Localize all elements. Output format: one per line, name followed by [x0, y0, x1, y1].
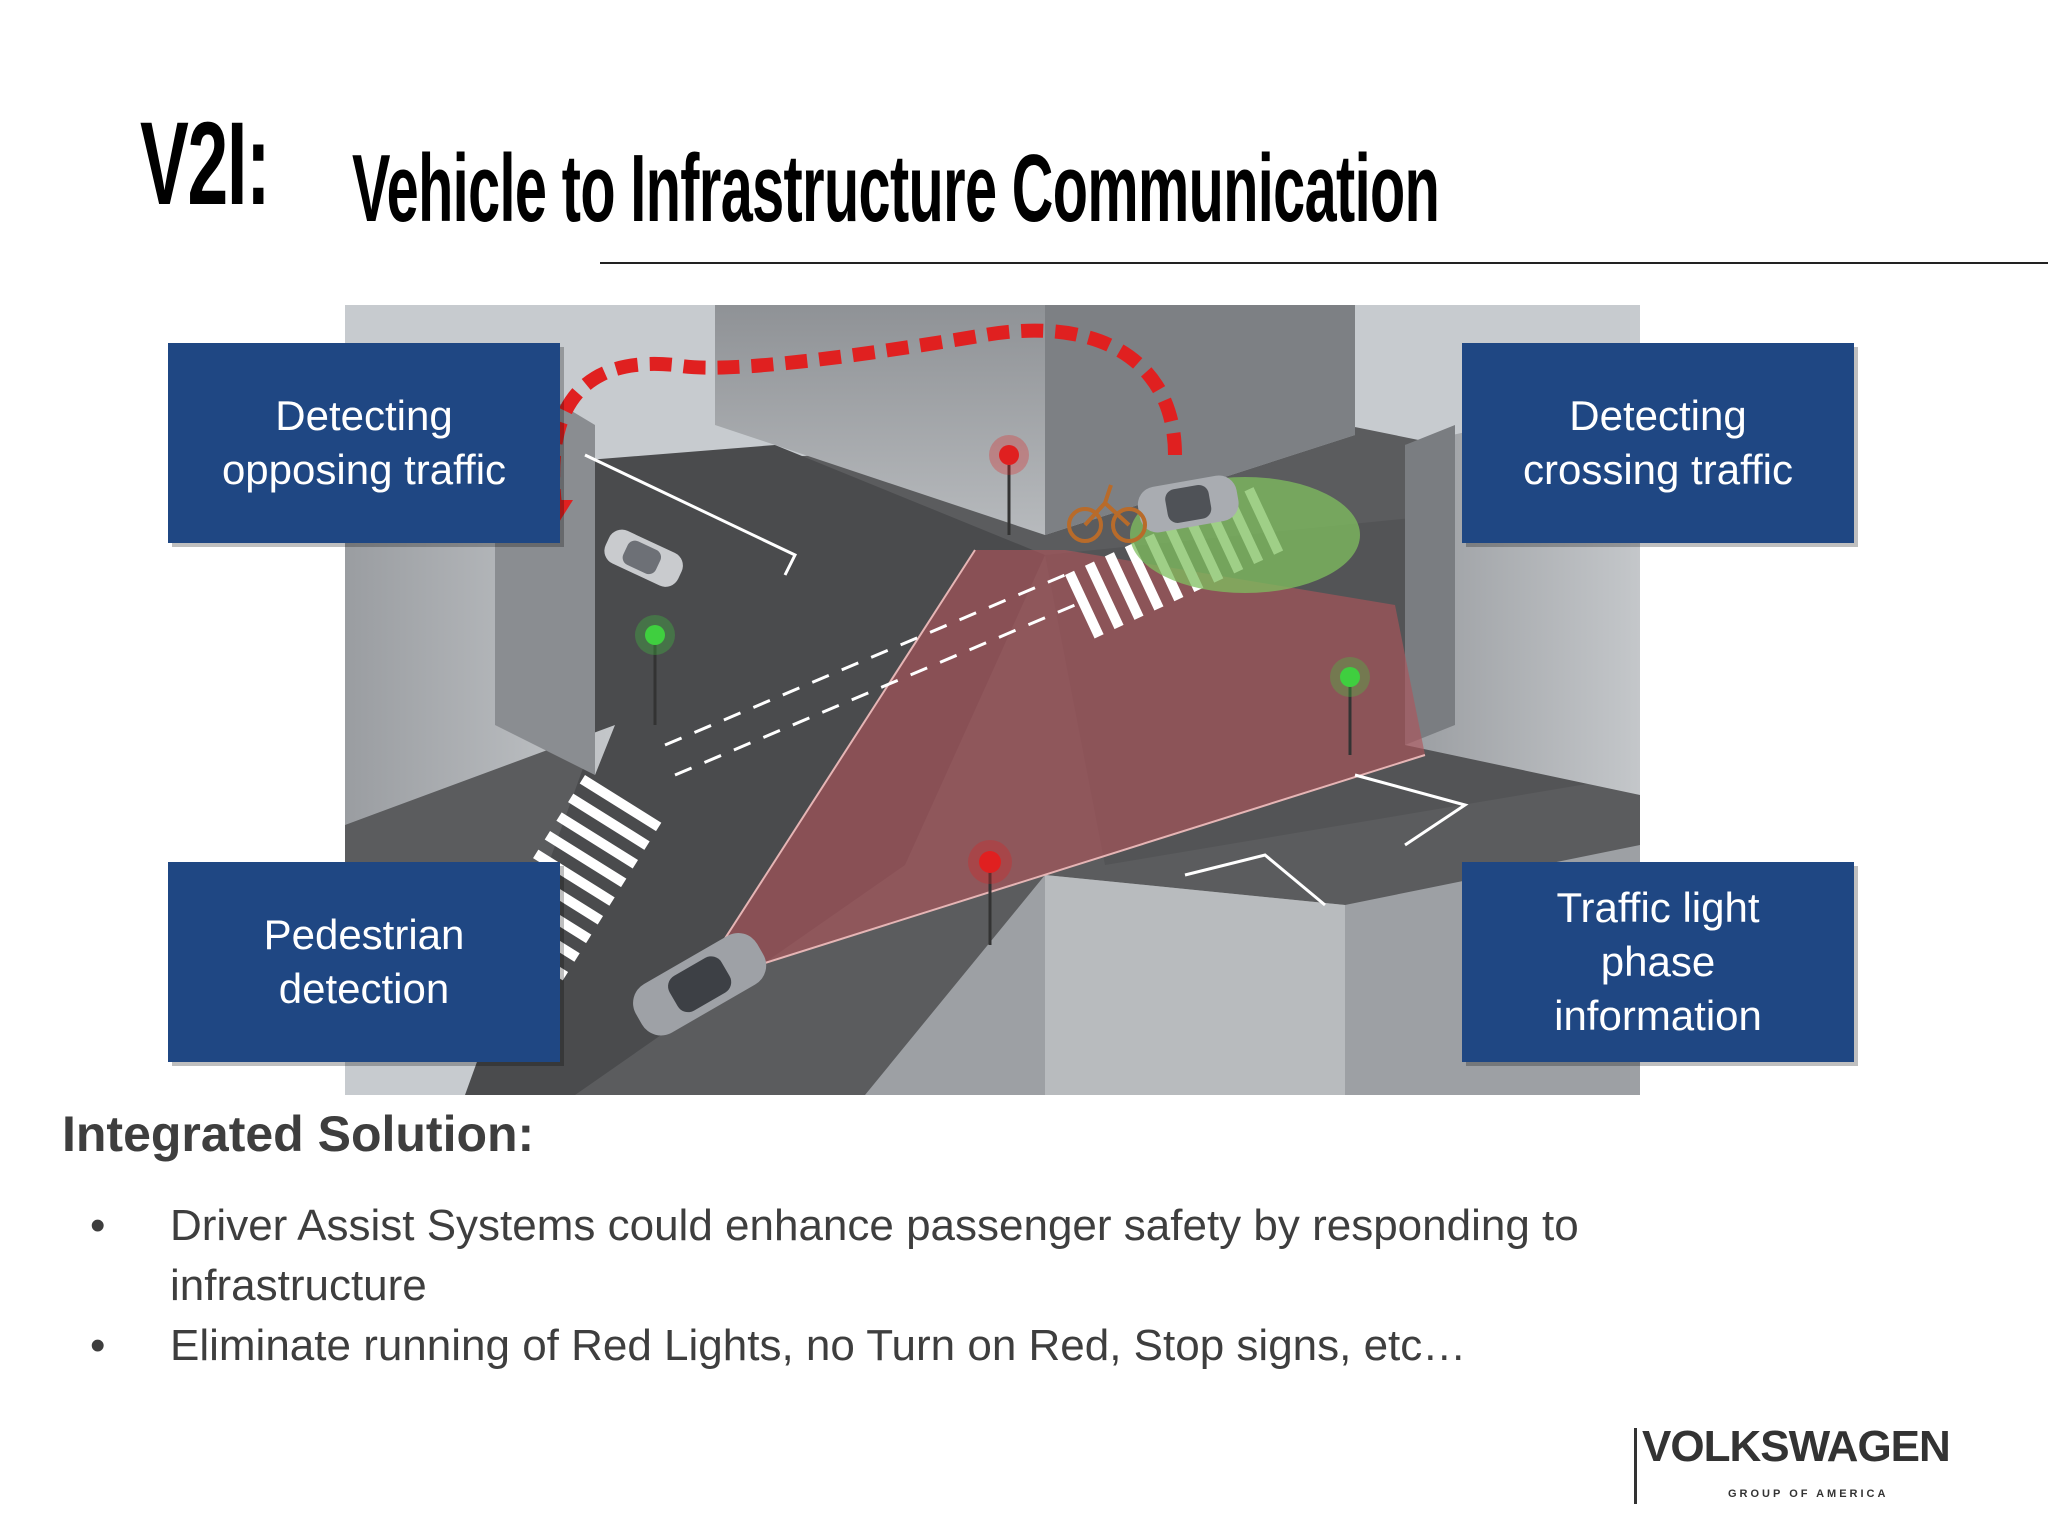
logo-wordmark: VOLKSWAGEN — [1642, 1422, 1951, 1471]
callout-crossing-traffic: Detecting crossing traffic — [1462, 343, 1854, 543]
callout-pedestrian-detection: Pedestrian detection — [168, 862, 560, 1062]
logo-bar — [1634, 1428, 1637, 1504]
car-icon — [633, 933, 767, 1036]
signal-arrow-icon — [546, 323, 1182, 506]
car-icon — [1137, 475, 1239, 533]
callout-traffic-light-phase: Traffic light phase information — [1462, 862, 1854, 1062]
bullet-icon: • — [90, 1321, 106, 1370]
traffic-light-icon — [635, 615, 675, 725]
intersection-illustration — [345, 305, 1640, 1095]
section-heading: Integrated Solution: — [62, 1106, 535, 1162]
title-divider — [600, 262, 2048, 264]
bullet-text: Driver Assist Systems could enhance pass… — [170, 1201, 1579, 1310]
list-item: • Driver Assist Systems could enhance pa… — [90, 1196, 1730, 1316]
traffic-light-icon — [989, 435, 1029, 535]
title-text: Vehicle to Infrastructure Communication — [352, 135, 1440, 242]
title-prefix: V2I: — [140, 98, 270, 230]
car-icon — [604, 529, 683, 587]
volkswagen-logo: VOLKSWAGEN GROUP OF AMERICA — [1634, 1422, 1988, 1504]
callout-opposing-traffic: Detecting opposing traffic — [168, 343, 560, 543]
bullet-text: Eliminate running of Red Lights, no Turn… — [170, 1321, 1467, 1370]
bullet-icon: • — [90, 1201, 106, 1250]
bicycle-icon — [1067, 484, 1147, 543]
bullet-list: • Driver Assist Systems could enhance pa… — [90, 1196, 1730, 1376]
intersection-diagram — [345, 305, 1640, 1095]
traffic-light-icon — [1330, 657, 1370, 755]
slide-title: V2I: Vehicle to Infrastructure Communica… — [140, 96, 1440, 246]
list-item: • Eliminate running of Red Lights, no Tu… — [90, 1316, 1730, 1376]
traffic-light-icon — [968, 840, 1012, 945]
logo-subtitle: GROUP OF AMERICA — [1728, 1488, 1889, 1500]
detection-zone — [695, 550, 1425, 985]
